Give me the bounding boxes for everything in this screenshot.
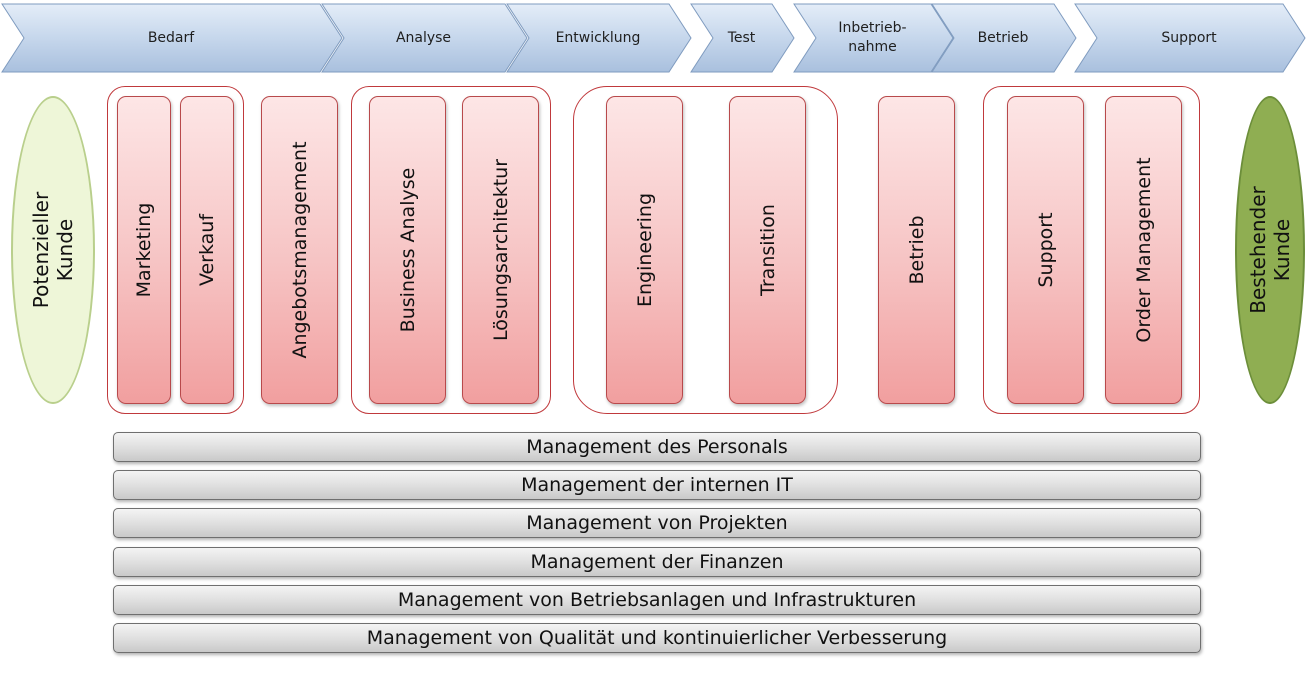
process-engineering-label: Engineering <box>633 193 656 307</box>
potential-customer-label: Potenzieller Kunde <box>29 191 77 309</box>
chevron-entwicklung <box>506 3 692 73</box>
process-loesungsarchitektur: Lösungsarchitektur <box>462 96 539 404</box>
process-marketing: Marketing <box>117 96 171 404</box>
process-business-analyse: Business Analyse <box>369 96 446 404</box>
process-business-analyse-label: Business Analyse <box>396 167 419 333</box>
potential-customer-ellipse: Potenzieller Kunde <box>11 96 95 404</box>
process-order-management: Order Management <box>1105 96 1182 404</box>
phase-label-entwicklung: Entwicklung <box>555 29 641 46</box>
existing-customer-label: Bestehender Kunde <box>1246 186 1294 314</box>
phase-label-test: Test <box>727 29 756 46</box>
process-angebotsmanagement-label: Angebotsmanagement <box>288 141 311 359</box>
chevron-inbetriebnahme <box>793 3 954 73</box>
chevron-test <box>690 3 795 73</box>
phase-chevron-band: Bedarf Analyse Entwicklung Test Inbetrie… <box>0 0 1311 80</box>
process-angebotsmanagement: Angebotsmanagement <box>261 96 338 404</box>
phase-chevrons-svg <box>1 3 1306 73</box>
chevron-analyse <box>321 3 528 73</box>
process-betrieb-label: Betrieb <box>905 215 928 285</box>
phase-label-inbetriebnahme: Inbetrieb- nahme <box>838 20 907 55</box>
phase-label-betrieb: Betrieb <box>977 29 1029 46</box>
phase-label-analyse: Analyse <box>395 29 452 46</box>
management-bar-qualitaet: Management von Qualität und kontinuierli… <box>113 623 1201 653</box>
process-order-management-label: Order Management <box>1132 157 1155 343</box>
process-transition-label: Transition <box>756 204 779 296</box>
process-betrieb: Betrieb <box>878 96 955 404</box>
chevron-betrieb <box>931 3 1077 73</box>
phase-label-support: Support <box>1161 29 1217 46</box>
process-transition: Transition <box>729 96 806 404</box>
management-bar-projekte: Management von Projekten <box>113 508 1201 538</box>
management-bar-finanzen: Management der Finanzen <box>113 547 1201 577</box>
phase-label-bedarf: Bedarf <box>147 29 195 46</box>
process-verkauf: Verkauf <box>180 96 234 404</box>
chevron-support <box>1074 3 1306 73</box>
chevron-bedarf <box>1 3 343 73</box>
process-loesungsarchitektur-label: Lösungsarchitektur <box>489 158 512 342</box>
process-marketing-label: Marketing <box>133 202 155 298</box>
process-support-label: Support <box>1034 212 1057 288</box>
existing-customer-ellipse: Bestehender Kunde <box>1235 96 1305 404</box>
management-bar-personal: Management des Personals <box>113 432 1201 462</box>
process-support: Support <box>1007 96 1084 404</box>
management-bar-betriebsanlagen: Management von Betriebsanlagen und Infra… <box>113 585 1201 615</box>
management-bar-interne-it: Management der internen IT <box>113 470 1201 500</box>
process-verkauf-label: Verkauf <box>196 213 218 287</box>
process-engineering: Engineering <box>606 96 683 404</box>
